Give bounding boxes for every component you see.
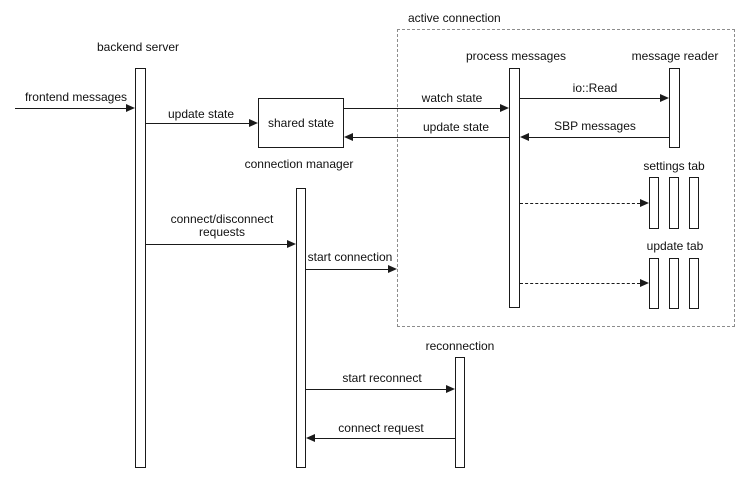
lifeline-bar-reconnection bbox=[455, 357, 465, 468]
arrow-head-right-icon bbox=[500, 104, 509, 112]
arrow-head-right-icon bbox=[640, 199, 649, 207]
message-label-update-state-2: update state bbox=[422, 120, 490, 134]
message-label-io-read: io::Read bbox=[572, 81, 618, 95]
update-tab-bar-3 bbox=[689, 258, 699, 309]
lifeline-bar-backend-server bbox=[135, 68, 146, 468]
arrow-line-watch-state bbox=[344, 108, 500, 109]
arrow-line-connect-request bbox=[315, 438, 455, 439]
lifeline-title-update-tab: update tab bbox=[646, 239, 704, 253]
arrow-line-frontend-messages bbox=[15, 108, 127, 109]
lifeline-title-reconnection: reconnection bbox=[425, 339, 495, 353]
message-label-start-reconnect: start reconnect bbox=[342, 371, 422, 385]
arrow-line-connect-disconnect bbox=[146, 244, 287, 245]
arrow-line-start-connection bbox=[306, 269, 388, 270]
message-label-connect-disconnect: connect/disconnect bbox=[170, 212, 274, 226]
arrow-head-left-icon bbox=[344, 133, 353, 141]
lifeline-title-connection-manager: connection manager bbox=[244, 157, 354, 171]
arrow-head-right-icon bbox=[287, 240, 296, 248]
arrow-head-right-icon bbox=[446, 385, 455, 393]
arrow-head-right-icon bbox=[126, 104, 135, 112]
active-connection-frame-title: active connection bbox=[408, 11, 501, 25]
arrow-line-sbp-messages bbox=[529, 137, 669, 138]
dashed-arrow-line-update-tab bbox=[520, 283, 640, 284]
arrow-line-io-read bbox=[520, 98, 660, 99]
message-label-requests: requests bbox=[198, 225, 246, 239]
arrow-head-left-icon bbox=[520, 133, 529, 141]
lifeline-title-settings-tab: settings tab bbox=[643, 159, 705, 173]
update-tab-bar-2 bbox=[669, 258, 679, 309]
lifeline-bar-connection-manager bbox=[296, 188, 306, 468]
arrow-line-update-state-1 bbox=[146, 123, 249, 124]
message-label-watch-state: watch state bbox=[421, 91, 483, 105]
dashed-arrow-line-settings-tab bbox=[520, 203, 640, 204]
settings-tab-bar-2 bbox=[669, 177, 679, 229]
message-label-start-connection: start connection bbox=[307, 250, 393, 264]
arrow-line-start-reconnect bbox=[306, 389, 446, 390]
settings-tab-bar-1 bbox=[649, 177, 659, 229]
shared-state-box: shared state bbox=[258, 98, 344, 148]
arrow-head-right-icon bbox=[249, 119, 258, 127]
arrow-head-right-icon bbox=[388, 265, 397, 273]
message-label-sbp-messages: SBP messages bbox=[554, 119, 636, 133]
active-connection-frame bbox=[397, 29, 735, 327]
lifeline-bar-process-messages bbox=[509, 68, 520, 308]
message-label-frontend-messages: frontend messages bbox=[24, 90, 128, 104]
arrow-head-left-icon bbox=[306, 434, 315, 442]
update-tab-bar-1 bbox=[649, 258, 659, 309]
lifeline-title-process-messages: process messages bbox=[465, 49, 567, 63]
lifeline-title-backend-server: backend server bbox=[96, 40, 180, 54]
arrow-line-update-state-2 bbox=[353, 137, 509, 138]
message-label-connect-request: connect request bbox=[338, 421, 424, 435]
lifeline-bar-message-reader bbox=[669, 68, 680, 148]
arrow-head-right-icon bbox=[640, 279, 649, 287]
arrow-head-right-icon bbox=[660, 94, 669, 102]
settings-tab-bar-3 bbox=[689, 177, 699, 229]
lifeline-title-message-reader: message reader bbox=[631, 49, 719, 63]
message-label-update-state-1: update state bbox=[167, 107, 235, 121]
